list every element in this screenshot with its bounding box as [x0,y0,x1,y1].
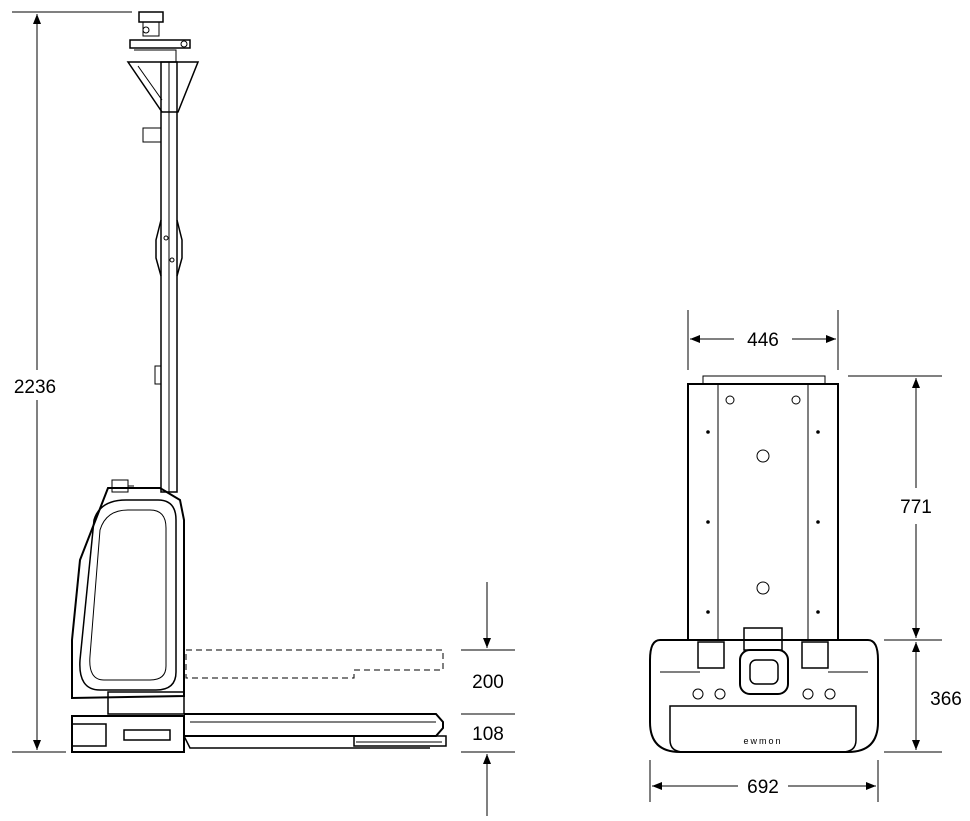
base-logo-text: ewmon [743,736,782,746]
upper-plate [687,375,839,641]
side-view: 2236 200 108 [12,11,515,816]
mast-column [142,61,183,493]
upper-height-label: 771 [900,497,932,518]
dimension-lift-height: 200 [461,582,515,715]
front-view: ewmon 446 771 366 [649,310,962,802]
dimension-upper-height: 771 [848,375,942,641]
dimension-base-height: 366 [884,642,962,753]
base-height-label: 366 [930,689,962,710]
fork-height-label: 108 [472,724,504,745]
dimension-base-width: 692 [649,760,879,802]
lift-height-label: 200 [472,672,504,693]
overall-height-label: 2236 [14,377,56,398]
dimension-top-width: 446 [687,310,839,370]
top-width-label: 446 [747,330,779,351]
lifted-fork-outline [185,649,444,679]
base-chassis: ewmon [649,627,879,753]
dimension-fork-height: 108 [461,724,515,816]
dimension-overall-height: 2236 [12,11,132,753]
fork-assembly [71,713,447,753]
truck-body [71,479,185,715]
base-width-label: 692 [747,777,779,798]
